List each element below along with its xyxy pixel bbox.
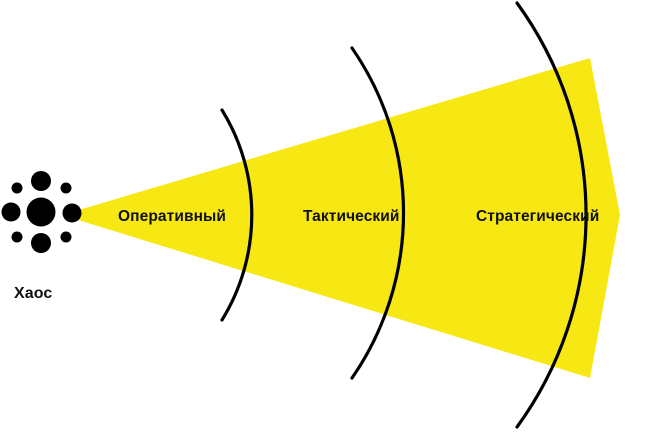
arc-strategic: [515, 1, 588, 429]
chaos-dot-right: [62, 203, 82, 223]
expanding-cone-shape: [62, 58, 620, 378]
arc-operational: [220, 108, 254, 322]
arc-tactical: [350, 46, 406, 380]
chaos-dot-center: [26, 197, 56, 227]
zone-label-strategic: Стратегический: [476, 208, 599, 225]
chaos-dot-bottom-left: [11, 231, 23, 243]
chaos-dot-bottom-right: [60, 231, 72, 243]
chaos-dot-left: [1, 202, 21, 222]
zone-label-operational: Оперативный: [118, 208, 226, 225]
chaos-origin-label: Хаос: [14, 285, 52, 302]
chaos-dot-cluster: [1, 171, 82, 253]
chaos-dot-bottom: [31, 233, 51, 253]
zone-label-tactical: Тактический: [303, 208, 400, 225]
chaos-dot-top-left: [11, 182, 23, 194]
chaos-dot-top: [31, 171, 51, 191]
chaos-dot-top-right: [60, 182, 72, 194]
